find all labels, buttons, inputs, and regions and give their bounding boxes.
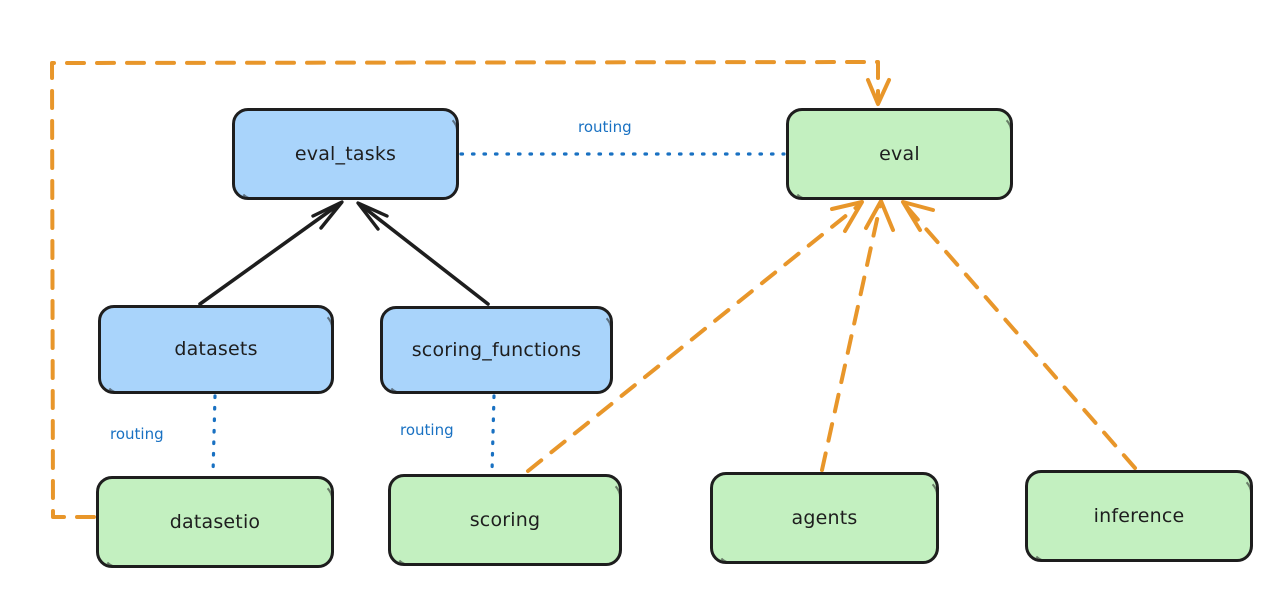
node-label-eval-tasks: eval_tasks: [294, 142, 397, 165]
edge-datasets-to-datasetio: [211, 394, 217, 476]
node-scoring-functions[interactable]: scoring_functions: [380, 306, 613, 394]
edge-label-routing-datasets-datasetio: routing: [110, 425, 164, 443]
node-scoring[interactable]: scoring: [388, 474, 622, 566]
node-eval-tasks[interactable]: eval_tasks: [232, 108, 459, 200]
edge-datasets-to-eval_tasks: [198, 200, 344, 306]
node-label-eval: eval: [879, 142, 920, 165]
node-label-scoring-functions: scoring_functions: [411, 338, 582, 361]
node-datasetio[interactable]: datasetio: [96, 476, 334, 568]
edge-label-routing-eval-tasks-eval: routing: [578, 118, 632, 136]
node-label-datasets: datasets: [174, 338, 258, 360]
edge-label-routing-scoring-functions-scoring: routing: [400, 421, 454, 439]
edge-scoring_functions-to-eval_tasks: [356, 201, 490, 306]
node-datasets[interactable]: datasets: [98, 305, 334, 394]
node-agents[interactable]: agents: [710, 472, 939, 564]
edge-scoring_functions-to-scoring: [490, 394, 496, 474]
node-label-inference: inference: [1093, 504, 1185, 527]
edge-inference-to-eval: [901, 200, 1137, 470]
node-inference[interactable]: inference: [1025, 470, 1253, 562]
node-label-scoring: scoring: [469, 508, 541, 531]
edge-agents-to-eval: [820, 199, 895, 472]
node-label-agents: agents: [791, 506, 858, 529]
edge-datasetio-to-eval: [50, 60, 891, 519]
node-label-datasetio: datasetio: [169, 510, 261, 533]
node-eval[interactable]: eval: [786, 108, 1013, 200]
